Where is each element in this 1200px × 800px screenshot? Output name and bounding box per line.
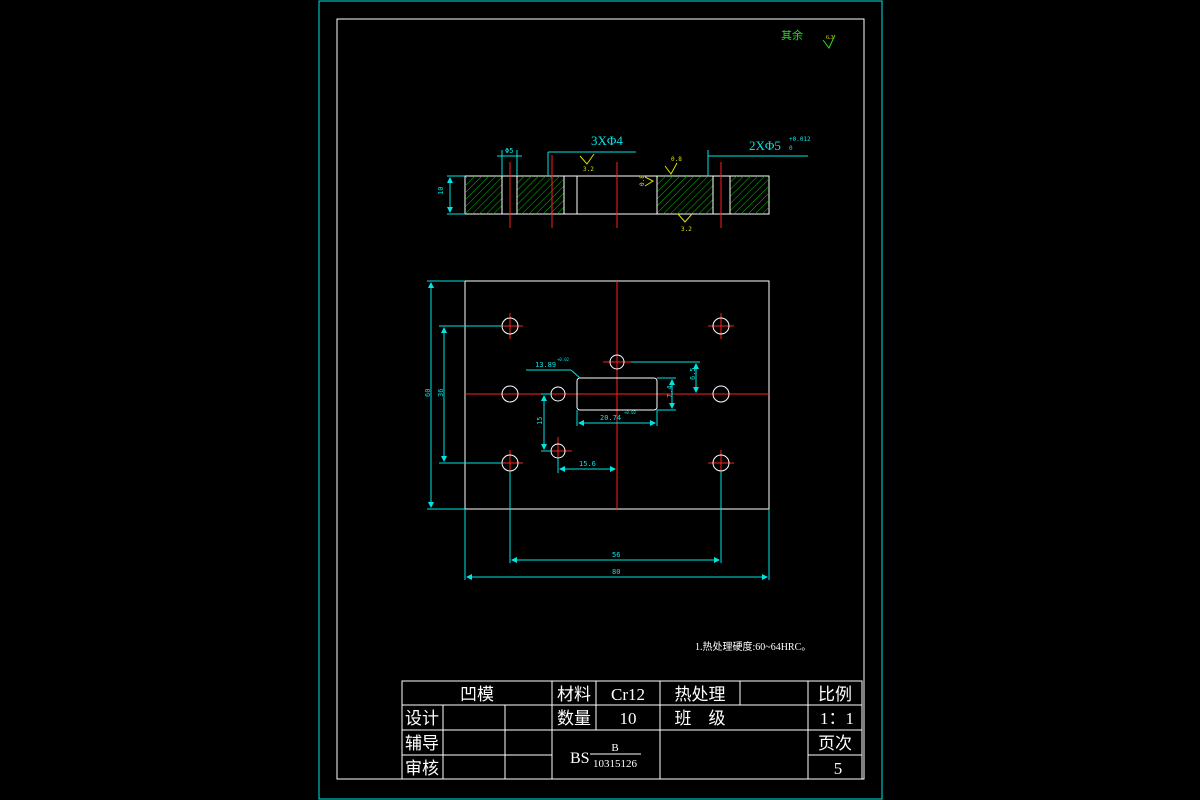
drawing-no-prefix: BS: [570, 750, 590, 767]
dim-hole-span-x: 56: [612, 551, 620, 559]
dim-slot-offset-y: 6.5: [689, 367, 697, 380]
part-name: 凹模: [460, 685, 494, 704]
dim-slot-length: 20.74: [600, 414, 621, 422]
dim-pin-offset-x: 15.6: [579, 460, 596, 468]
pin-tol-lower: 0: [789, 145, 793, 152]
tech-requirement-note: 1.热处理硬度:60~64HRC。: [695, 640, 811, 653]
roughness-symbol-icon: [677, 213, 693, 223]
roughness-symbol-icon: [822, 34, 836, 49]
scale-value: 1：1: [820, 709, 854, 728]
quantity-label: 数量: [557, 709, 591, 728]
material-value: Cr12: [611, 685, 645, 704]
pin-tol-upper: +0.012: [789, 136, 811, 143]
page-value: 5: [834, 759, 843, 778]
callout-pin-holes: 2XΦ5: [749, 138, 781, 153]
roughness-symbol-icon: [644, 176, 655, 187]
callout-holes: 3XΦ4: [591, 133, 623, 148]
roughness-symbol-icon: [664, 162, 678, 175]
roughness-value-2: 0.8: [671, 156, 682, 163]
heat-treatment-label: 热处理: [675, 685, 726, 704]
dim-hole-span-y: 36: [437, 389, 445, 397]
class-label: 班 级: [675, 709, 726, 728]
scale-label: 比例: [818, 685, 852, 704]
dim-slot-height: 7.4: [666, 385, 674, 398]
hatch-region: [657, 176, 713, 214]
dim-thickness: 10: [437, 187, 445, 195]
general-roughness-note: 其余 6.3: [781, 28, 836, 49]
page-label: 页次: [818, 734, 852, 753]
dim-overall-width: 80: [612, 568, 620, 576]
roughness-rest-value: 6.3: [826, 35, 834, 41]
dim-hole-width: Φ5: [505, 147, 513, 155]
review-label: 审核: [405, 759, 439, 778]
dim-pin-offset-y: 15: [536, 417, 544, 425]
roughness-value-3: 0.8: [639, 175, 646, 186]
drawing-no-top: B: [611, 742, 618, 754]
tol-suffix: +0.02: [624, 410, 637, 415]
roughness-value-4: 3.2: [681, 226, 692, 233]
tol-suffix: +0.02: [557, 357, 570, 362]
hatch-region: [465, 176, 502, 214]
pin-hole: [712, 385, 730, 403]
guide-label: 辅导: [405, 734, 439, 753]
die-slot: [576, 377, 658, 411]
pin-hole: [501, 385, 519, 403]
pilot-hole: [609, 354, 625, 370]
roughness-rest-label: 其余: [781, 28, 803, 42]
roughness-symbol-icon: [579, 153, 595, 165]
quantity-value: 10: [620, 709, 637, 728]
plan-view: 80 56 60 36 20.74 +0.02 13.89 +0.02 7.4 …: [424, 280, 770, 580]
drawing-no-bottom: 10315126: [593, 758, 638, 770]
outer-frame: [318, 0, 883, 800]
dim-slot-offset: 13.89: [535, 361, 556, 369]
hatch-region: [517, 176, 564, 214]
design-label: 设计: [405, 709, 439, 728]
title-block: 凹模 材料 Cr12 热处理 比例 设计 数量 10 班 级 1：1 辅导 页次…: [401, 680, 863, 780]
screw-hole: [712, 317, 730, 335]
hatch-region: [730, 176, 769, 214]
material-label: 材料: [557, 685, 591, 704]
roughness-value-1: 3.2: [583, 166, 594, 173]
dim-overall-height: 60: [424, 389, 432, 397]
section-view: 10 Φ5 3XΦ4 2XΦ5 +0.012 0 3.2 0.8 0.8 3.2: [437, 133, 811, 233]
